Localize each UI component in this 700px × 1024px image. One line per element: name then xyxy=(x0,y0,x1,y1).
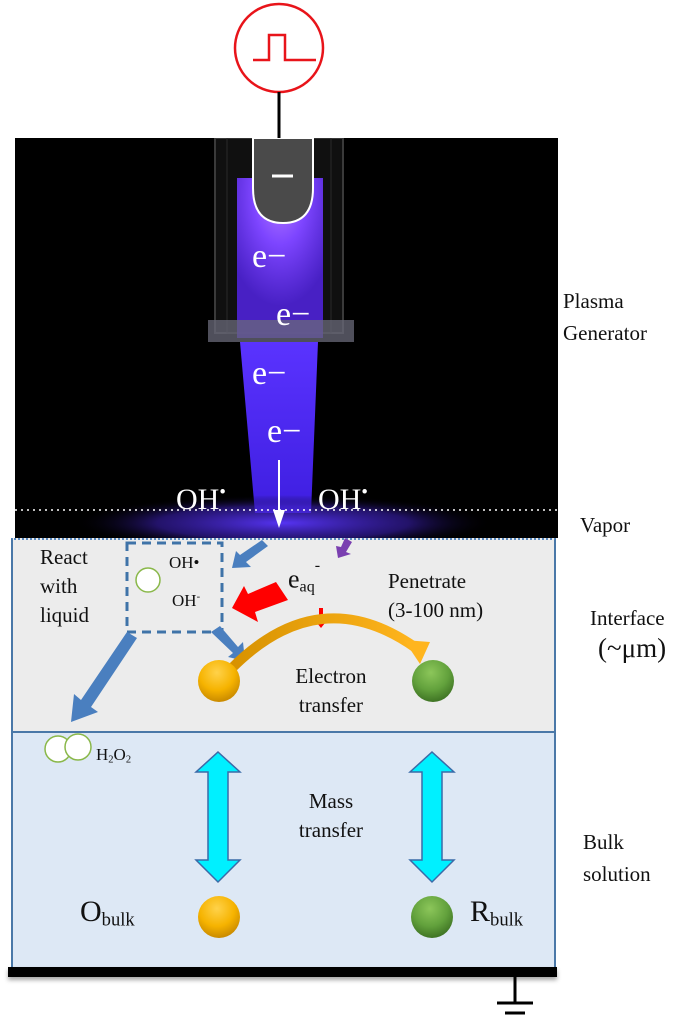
electron-transfer-line-2: transfer xyxy=(298,693,364,717)
blue-arrow-to-sphere xyxy=(211,626,245,661)
electron-label-1: e− xyxy=(252,238,287,275)
ground-icon xyxy=(497,977,533,1015)
react-line-1: React xyxy=(40,545,88,569)
h2o2-o: O xyxy=(113,745,126,764)
oh-bubble-icon xyxy=(135,567,161,593)
oh-radical-label: OH• xyxy=(169,553,200,572)
bulk-label-line-1: Bulk xyxy=(583,830,624,854)
r-bulk-sub: bulk xyxy=(490,909,524,931)
reduced-species-sphere xyxy=(412,660,454,702)
electron-label-3: e− xyxy=(252,355,287,392)
h2o2-bubbles-icon xyxy=(44,733,92,763)
bulk-solution-region xyxy=(11,731,556,967)
penetrate-label: Penetrate (3-100 nm) xyxy=(388,567,483,625)
blue-arrow-to-h2o2 xyxy=(71,632,137,722)
interface-label-line-1: Interface xyxy=(590,606,665,630)
oxidized-species-sphere xyxy=(198,660,240,702)
vapor-label: Vapor xyxy=(580,513,631,537)
electron-transfer-label: Electron transfer xyxy=(276,662,386,720)
blue-arrow-radical-in xyxy=(232,540,268,568)
mass-transfer-line-1: Mass xyxy=(308,789,354,813)
h2o2-sub-2: 2 xyxy=(125,754,132,766)
penetrate-line-2: (3-100 nm) xyxy=(388,598,484,622)
bulk-label-line-2: solution xyxy=(583,862,651,886)
mass-transfer-arrow-left xyxy=(194,750,242,884)
oh-radical-right: OH• xyxy=(318,483,368,517)
reduced-bulk-sphere xyxy=(411,896,453,938)
purple-arrow-eaq xyxy=(336,538,352,558)
r-bulk-label: Rbulk xyxy=(470,897,523,930)
mass-transfer-line-2: transfer xyxy=(298,818,364,842)
electron-transfer-arrow xyxy=(228,613,419,672)
o-bulk-label: Obulk xyxy=(80,897,135,930)
electron-transfer-line-1: Electron xyxy=(295,664,367,688)
red-arrow-eaq-to-box xyxy=(232,582,288,622)
h2o2-h: H xyxy=(96,745,109,764)
eaq-base: e xyxy=(288,564,300,594)
oh-radical-right-text: OH xyxy=(318,483,362,516)
eaq-sub: aq xyxy=(299,578,315,596)
plasma-label-line-1: Plasma xyxy=(563,289,624,313)
plasma-jet-graphic xyxy=(15,138,558,538)
plasma-label-line-2: Generator xyxy=(563,321,647,345)
hydroxide-text: OH xyxy=(172,591,197,610)
react-line-2: with xyxy=(40,574,78,598)
react-with-liquid-label: React with liquid xyxy=(40,543,89,630)
o-bulk-sub: bulk xyxy=(101,909,135,931)
h2o2-sub-1: 2 xyxy=(108,754,114,766)
oh-radical-left: OH• xyxy=(176,483,226,517)
interface-label-line-2: (~μm) xyxy=(598,633,667,663)
penetrate-line-1: Penetrate xyxy=(388,569,467,593)
hydroxide-charge: - xyxy=(196,591,201,603)
h2o2-label: H2O2 xyxy=(96,743,131,767)
electron-label-2: e− xyxy=(276,296,311,333)
plasma-photo xyxy=(15,138,558,538)
bulk-solution-label: Bulk solution xyxy=(583,826,651,890)
oxidized-bulk-sphere xyxy=(198,896,240,938)
solvated-electron-label: eaq - xyxy=(288,557,320,595)
react-line-3: liquid xyxy=(40,603,90,627)
o-bulk-base: O xyxy=(80,895,102,928)
oh-radical-left-text: OH xyxy=(176,483,220,516)
radical-dot: • xyxy=(219,481,226,503)
pulse-generator-icon xyxy=(233,2,325,94)
eaq-sup: - xyxy=(314,557,321,574)
hydroxide-label: OH- xyxy=(172,589,200,613)
mass-transfer-arrow-right xyxy=(408,750,456,884)
mass-transfer-label: Mass transfer xyxy=(276,787,386,845)
radical-dot: • xyxy=(361,481,368,503)
reaction-box xyxy=(125,541,224,634)
electron-label-4: e− xyxy=(267,413,302,450)
r-bulk-base: R xyxy=(470,895,491,928)
ground-electrode-plate xyxy=(8,967,557,977)
plasma-generator-label: Plasma Generator xyxy=(563,285,647,349)
interface-label: Interface (~μm) xyxy=(590,605,666,665)
